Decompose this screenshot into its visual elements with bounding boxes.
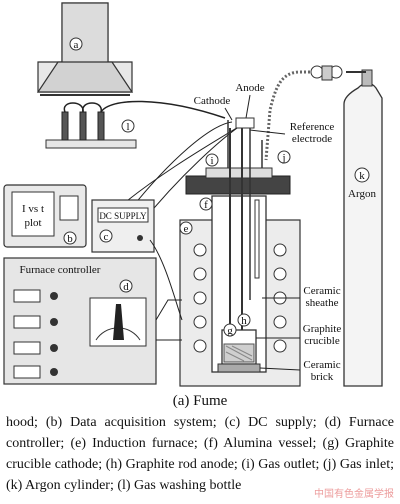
- label-reference-electrode-2: electrode: [292, 133, 332, 145]
- label-b: b: [67, 233, 73, 245]
- label-anode: Anode: [235, 82, 264, 94]
- figure-legend: hood; (b) Data acquisition system; (c) D…: [6, 415, 394, 493]
- label-ceramic-sheathe-2: sheathe: [306, 297, 339, 309]
- label-dc-supply: DC SUPPLY: [99, 211, 147, 221]
- apparatus-diagram: a l k Argon Cathode Anode Reference elec…: [3, 2, 383, 387]
- label-l: l: [126, 121, 129, 133]
- label-cathode: Cathode: [194, 95, 231, 107]
- graphite-crucible: g h: [217, 313, 261, 373]
- gas-washing-bottles: l: [45, 100, 226, 149]
- furnace-controller: Furnace controller d: [3, 257, 157, 385]
- dc-supply: DC SUPPLY c: [91, 199, 155, 253]
- label-f: f: [204, 199, 208, 211]
- watermark: 中国有色金属学报: [314, 489, 394, 500]
- label-d: d: [123, 281, 129, 293]
- gas-regulator: [264, 65, 366, 161]
- label-ceramic-brick-1: Ceramic: [303, 359, 340, 371]
- electrodes: [227, 120, 263, 352]
- label-j: j: [281, 152, 285, 164]
- label-graphite-crucible-1: Graphite: [303, 323, 342, 335]
- label-plot-2: plot: [24, 217, 41, 229]
- label-graphite-crucible-2: crucible: [304, 335, 340, 347]
- label-ceramic-sheathe-1: Ceramic: [303, 285, 340, 297]
- power-cables: [149, 239, 183, 341]
- label-argon: Argon: [348, 188, 376, 200]
- label-reference-electrode-1: Reference: [290, 121, 335, 133]
- label-g: g: [227, 325, 233, 337]
- label-h: h: [241, 315, 247, 327]
- fume-hood: a: [36, 2, 134, 96]
- component-callouts: Ceramic sheathe Graphite crucible Cerami…: [256, 285, 341, 383]
- label-c: c: [104, 231, 109, 243]
- label-e: e: [184, 223, 189, 235]
- data-acquisition-system: I vs t plot b: [3, 184, 87, 248]
- figure-caption: (a) Fume: [172, 393, 228, 409]
- label-ceramic-brick-2: brick: [311, 371, 334, 383]
- label-furnace-controller: Furnace controller: [20, 264, 101, 276]
- label-i: i: [210, 155, 213, 167]
- label-a: a: [74, 39, 79, 51]
- label-k: k: [359, 170, 365, 182]
- label-plot-1: I vs t: [22, 203, 44, 215]
- argon-cylinder: k Argon: [343, 69, 383, 387]
